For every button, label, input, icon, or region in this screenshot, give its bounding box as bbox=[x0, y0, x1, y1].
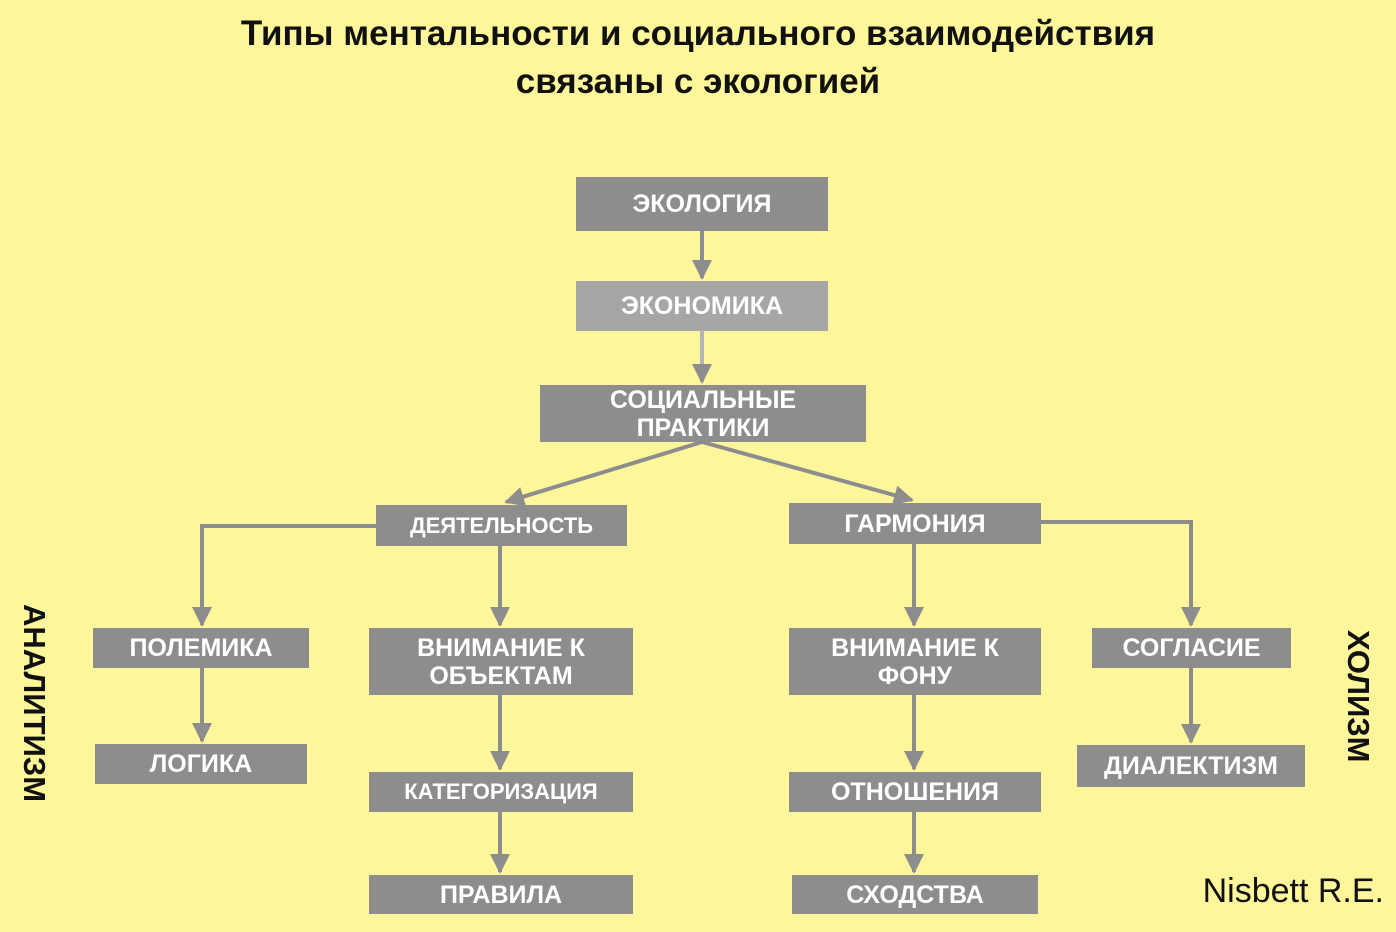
node-similarities: СХОДСТВА bbox=[792, 875, 1038, 914]
node-relations: ОТНОШЕНИЯ bbox=[789, 772, 1041, 812]
title-line-1: Типы ментальности и социального взаимоде… bbox=[240, 14, 1156, 53]
node-categorization: КАТЕГОРИЗАЦИЯ bbox=[369, 772, 633, 812]
node-attention-background: ВНИМАНИЕ К ФОНУ bbox=[789, 628, 1041, 695]
arrow-activity-polemics bbox=[192, 524, 376, 627]
node-agreement: СОГЛАСИЕ bbox=[1092, 628, 1291, 668]
page-title: Типы ментальности и социального взаимоде… bbox=[0, 10, 1396, 106]
label-holism: ХОЛИЗМ bbox=[1341, 630, 1376, 763]
label-analytism: АНАЛИТИЗМ bbox=[17, 604, 52, 803]
title-line-2: связаны с экологией bbox=[515, 62, 881, 101]
node-harmony: ГАРМОНИЯ bbox=[789, 503, 1041, 544]
node-activity: ДЕЯТЕЛЬНОСТЬ bbox=[376, 505, 627, 546]
node-ecology: ЭКОЛОГИЯ bbox=[576, 177, 828, 231]
arrow-social-practices-harmony bbox=[701, 440, 914, 505]
node-economy: ЭКОНОМИКА bbox=[576, 281, 828, 331]
arrow-harmony-agreement bbox=[1041, 520, 1201, 627]
node-logic: ЛОГИКА bbox=[95, 744, 307, 784]
node-dialecticism: ДИАЛЕКТИЗМ bbox=[1077, 745, 1305, 787]
node-social-practices: СОЦИАЛЬНЫЕ ПРАКТИКИ bbox=[540, 385, 866, 442]
node-polemics: ПОЛЕМИКА bbox=[93, 628, 309, 668]
credit-author: Nisbett R.E. bbox=[1202, 872, 1384, 910]
node-rules: ПРАВИЛА bbox=[369, 875, 633, 914]
arrow-social-practices-activity bbox=[504, 440, 703, 507]
node-attention-objects: ВНИМАНИЕ К ОБЪЕКТАМ bbox=[369, 628, 633, 695]
